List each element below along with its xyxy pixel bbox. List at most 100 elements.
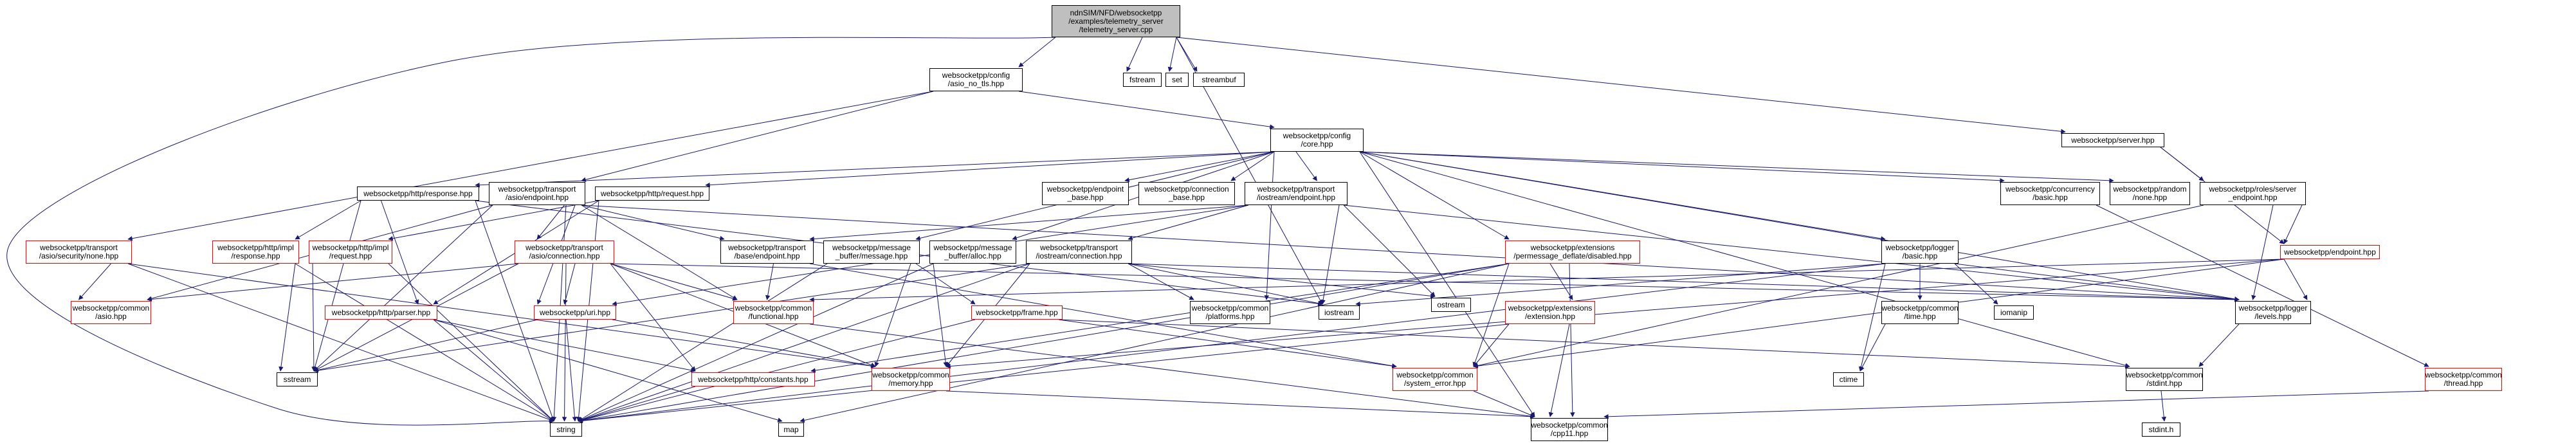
graph-node-streambuf: streambuf (1193, 73, 1245, 87)
node-label: _base.hpp (1168, 193, 1205, 202)
graph-node-common-platforms[interactable]: websocketpp/common/platforms.hpp (1190, 301, 1270, 324)
graph-node-iostream: iostream (1319, 305, 1360, 320)
node-label: /asio.hpp (95, 312, 127, 321)
include-edge (1128, 263, 1436, 299)
graph-node-random-none[interactable]: websocketpp/random/none.hpp (2110, 182, 2190, 205)
graph-node-message-buffer-alloc[interactable]: websocketpp/message_buffer/alloc.hpp (929, 241, 1016, 264)
graph-node-transport-asio-endpoint[interactable]: websocketpp/transport/asio/endpoint.hpp (489, 182, 585, 205)
graph-node-extensions-permessage-deflate-disabled[interactable]: websocketpp/extensions/permessage_deflat… (1505, 241, 1640, 264)
graph-node-transport-iostream-connection[interactable]: websocketpp/transport/iostream/connectio… (1026, 241, 1132, 264)
include-edge (1230, 151, 1275, 181)
graph-node-connection-base[interactable]: websocketpp/connection_base.hpp (1138, 182, 1235, 205)
graph-node-endpoint-hpp[interactable]: websocketpp/endpoint.hpp (2280, 245, 2380, 259)
include-edge (388, 200, 599, 241)
node-label: /response.hpp (231, 251, 280, 260)
node-label: /system_error.hpp (1403, 379, 1466, 388)
graph-node-http-parser[interactable]: websocketpp/http/parser.hpp (325, 305, 437, 320)
node-label: /base/endpoint.hpp (734, 251, 800, 260)
include-edge (2198, 323, 2240, 367)
include-edge (1176, 37, 2066, 134)
graph-node-transport-base-endpoint[interactable]: websocketpp/transport/base/endpoint.hpp (720, 241, 814, 264)
graph-node-common-memory[interactable]: websocketpp/common/memory.hpp (872, 368, 950, 391)
include-edge (578, 263, 1030, 422)
graph-node-transport-asio-security-none[interactable]: websocketpp/transport/asio/security/none… (26, 241, 132, 264)
include-edge (313, 319, 538, 373)
node-label: /none.hpp (2132, 193, 2168, 202)
graph-node-http-constants[interactable]: websocketpp/http/constants.hpp (691, 372, 815, 386)
node-label: sstream (283, 374, 311, 384)
include-edge (381, 200, 419, 305)
node-label: websocketpp/http/parser.hpp (331, 307, 431, 317)
graph-node-endpoint-base[interactable]: websocketpp/endpoint_base.hpp (1042, 182, 1129, 205)
graph-node-http-request[interactable]: websocketpp/http/request.hpp (595, 186, 709, 201)
node-label: _buffer/alloc.hpp (944, 251, 1001, 260)
include-edge (433, 319, 554, 422)
graph-node-http-impl-response[interactable]: websocketpp/http/impl/response.hpp (212, 241, 299, 264)
graph-node-common-time[interactable]: websocketpp/common/time.hpp (1881, 301, 1959, 324)
node-label: /asio/endpoint.hpp (505, 193, 569, 202)
include-edge (311, 263, 316, 372)
include-edge (578, 323, 1510, 424)
graph-node-common-stdint[interactable]: websocketpp/common/stdint.hpp (2126, 368, 2203, 391)
include-edge (1058, 319, 1397, 368)
node-label: websocketpp/message (933, 243, 1012, 252)
graph-node-common-system-error[interactable]: websocketpp/common/system_error.hpp (1393, 368, 1477, 391)
graph-node-message-buffer-message[interactable]: websocketpp/message_buffer/message.hpp (823, 241, 920, 264)
include-edge (1859, 323, 1886, 372)
graph-node-extensions-extension[interactable]: websocketpp/extensions/extension.hpp (1505, 301, 1595, 324)
include-edge (2160, 390, 2167, 422)
include-edge (874, 263, 911, 367)
node-label: /basic.hpp (1902, 251, 1938, 260)
graph-node-map: map (778, 422, 804, 437)
graph-node-frame-hpp[interactable]: websocketpp/frame.hpp (971, 305, 1063, 320)
graph-node-config-asio-no-tls[interactable]: websocketpp/config/asio_no_tls.hpp (929, 68, 1023, 91)
include-edge (1320, 204, 1340, 305)
graph-node-concurrency-basic[interactable]: websocketpp/concurrency/basic.hpp (2000, 182, 2100, 205)
include-edge (295, 200, 361, 240)
include-edge (809, 323, 1535, 419)
graph-node-server-hpp[interactable]: websocketpp/server.hpp (2061, 133, 2164, 147)
include-edge (945, 390, 1535, 419)
include-edge (1355, 263, 1886, 307)
include-edge (610, 263, 738, 301)
include-edge (1167, 37, 1177, 72)
node-label: /platforms.hpp (1205, 312, 1255, 321)
graph-node-uri-hpp[interactable]: websocketpp/uri.hpp (534, 305, 616, 320)
node-label: _buffer/message.hpp (835, 251, 908, 260)
node-label: websocketpp/logger (1885, 243, 1955, 252)
include-edge (1359, 151, 1510, 240)
node-label: /asio_no_tls.hpp (947, 79, 1005, 88)
include-edge (1295, 151, 1317, 181)
graph-node-http-response[interactable]: websocketpp/http/response.hpp (357, 186, 479, 201)
graph-node-stdint-h: stdint.h (2142, 422, 2180, 437)
include-edge (1058, 319, 2130, 369)
include-edge (581, 91, 934, 182)
include-edge (578, 319, 976, 422)
graph-node-common-cpp11[interactable]: websocketpp/common/cpp11.hpp (1531, 418, 1608, 441)
node-label: /iostream/connection.hpp (1036, 251, 1122, 260)
graph-node-transport-asio-connection[interactable]: websocketpp/transport/asio/connection.hp… (515, 241, 614, 264)
node-label: ctime (1839, 374, 1858, 384)
graph-node-http-impl-request[interactable]: websocketpp/http/impl/request.hpp (309, 241, 392, 264)
graph-node-roles-server-endpoint[interactable]: websocketpp/roles/server_endpoint.hpp (2200, 182, 2306, 205)
graph-node-ostream: ostream (1431, 298, 1471, 312)
graph-node-transport-iostream-endpoint[interactable]: websocketpp/transport/iostream/endpoint.… (1245, 182, 1347, 205)
node-label: /iostream/endpoint.hpp (1256, 193, 1336, 202)
graph-node-common-asio[interactable]: websocketpp/common/asio.hpp (71, 301, 151, 324)
include-edge (313, 204, 493, 372)
graph-node-common-functional[interactable]: websocketpp/common/functional.hpp (733, 301, 814, 324)
node-label: /thread.hpp (2444, 379, 2483, 388)
include-edge (578, 263, 934, 422)
include-edge (2096, 204, 2429, 367)
graph-node-logger-basic[interactable]: websocketpp/logger/basic.hpp (1881, 241, 1959, 264)
node-label: websocketpp/http/request.hpp (600, 188, 704, 198)
node-label: _endpoint.hpp (2228, 193, 2278, 202)
include-edge (279, 263, 296, 372)
graph-node-fstream: fstream (1123, 73, 1162, 87)
graph-node-logger-levels[interactable]: websocketpp/logger/levels.hpp (2235, 301, 2311, 324)
graph-node-config-core[interactable]: websocketpp/config/core.hpp (1270, 129, 1364, 152)
node-label: map (783, 424, 799, 434)
include-edge (610, 263, 2240, 302)
graph-node-common-thread[interactable]: websocketpp/common/thread.hpp (2425, 368, 2502, 391)
node-label: websocketpp/transport (728, 243, 806, 252)
